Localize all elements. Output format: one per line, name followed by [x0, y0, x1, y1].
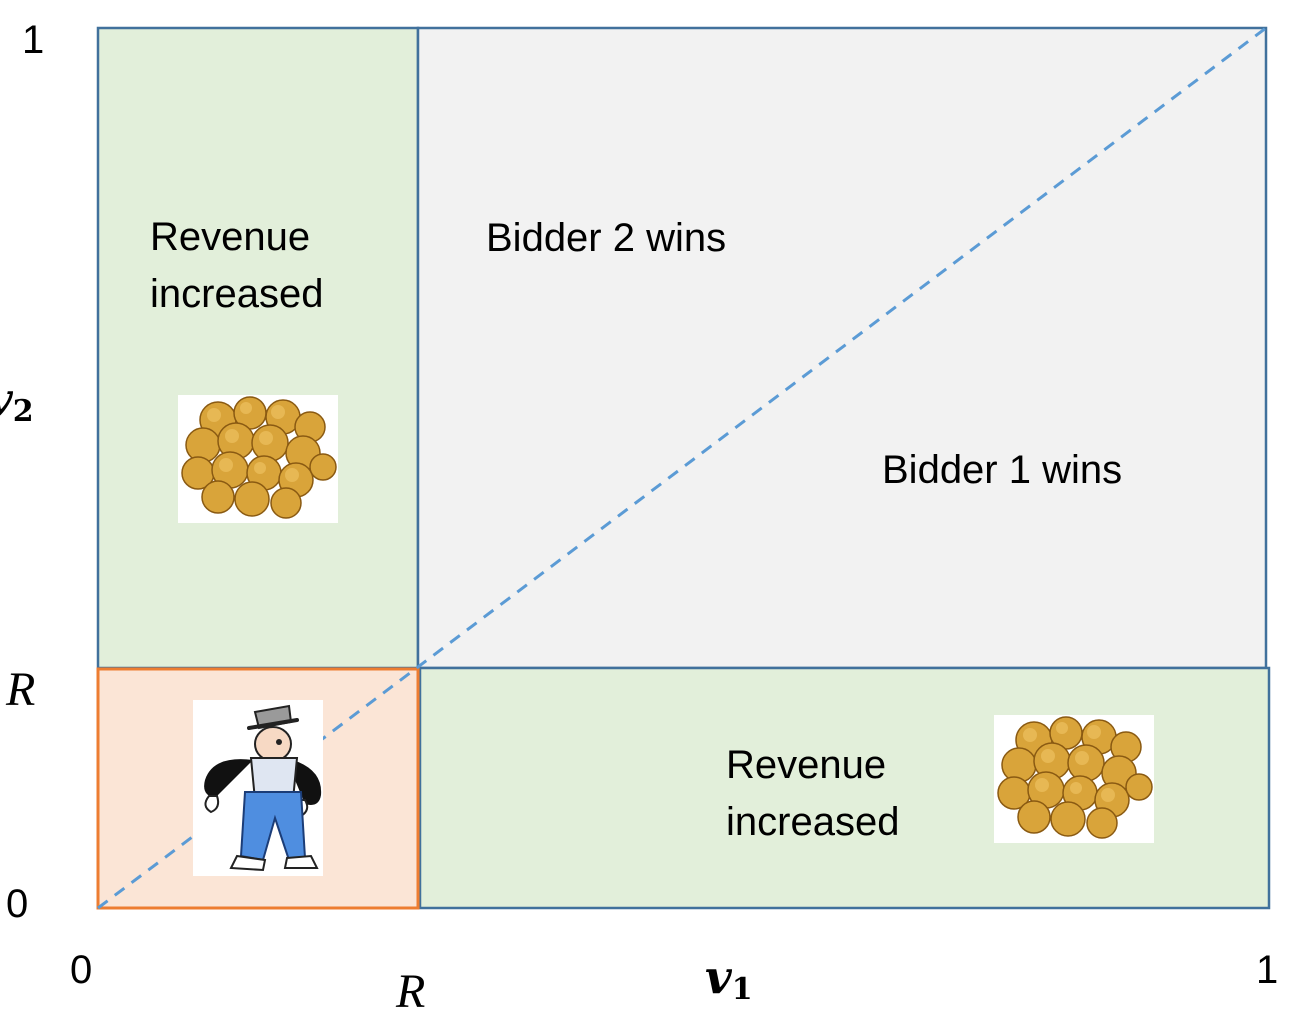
x-axis-sub: 1 [731, 972, 753, 1007]
y-axis-sub: 2 [12, 394, 34, 429]
diagonal-line [97, 26, 1267, 910]
y-tick-bottom: 0 [6, 882, 29, 926]
y-axis-var: v [0, 372, 13, 426]
gold-coins-icon [994, 715, 1154, 843]
region-label-line: Revenue [726, 743, 887, 787]
y-tick-top: 1 [22, 18, 45, 62]
x-tick-left: 0 [70, 948, 93, 992]
y-axis-label: v2 [0, 376, 34, 427]
x-axis-label: v1 [705, 954, 753, 1005]
region-label-line: increased [150, 272, 324, 316]
x-axis-var: v [705, 950, 732, 1004]
region-revenue-increased-left [96, 26, 420, 670]
gold-coins-icon [178, 395, 338, 523]
region-label-bidder-1: Bidder 1 wins [882, 448, 1123, 492]
region-label-revenue-left: Revenue increased [150, 209, 323, 323]
x-tick-right: 1 [1256, 948, 1279, 992]
region-label-line: increased [726, 800, 900, 844]
reserve-label-y: R [6, 663, 36, 716]
broke-man-icon [193, 700, 323, 876]
region-label-revenue-bottom: Revenue increased [726, 737, 899, 851]
reserve-label-x: R [396, 965, 426, 1018]
region-label-line: Revenue [150, 215, 311, 259]
region-label-bidder-2: Bidder 2 wins [486, 216, 727, 260]
